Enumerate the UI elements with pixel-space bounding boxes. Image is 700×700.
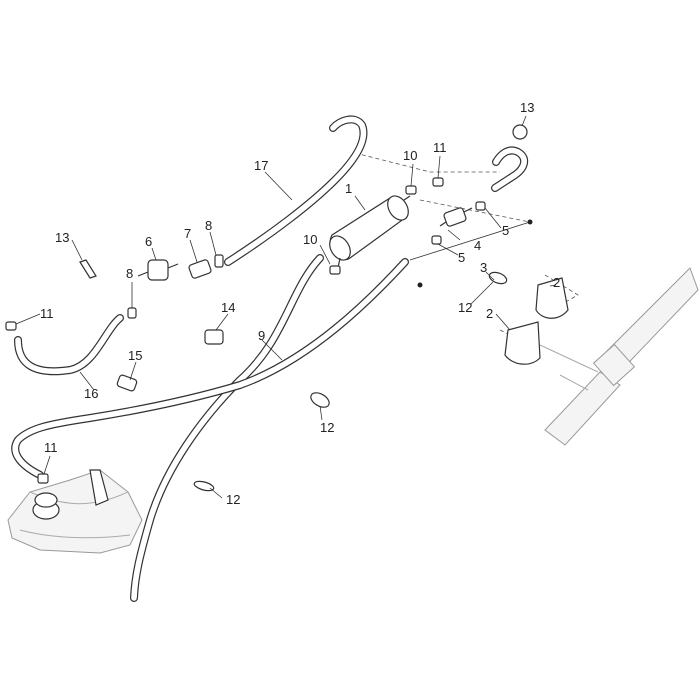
callout-9: 9 bbox=[258, 328, 265, 343]
frame-tube-ghost bbox=[539, 267, 699, 446]
nut-10-top bbox=[405, 185, 417, 195]
callout-13-left: 13 bbox=[55, 230, 69, 245]
clamp-12-a bbox=[488, 271, 508, 285]
callout-5-left: 5 bbox=[458, 250, 465, 265]
callout-12-right: 12 bbox=[458, 300, 472, 315]
nut-5-top bbox=[475, 201, 486, 211]
hose-16 bbox=[14, 314, 124, 376]
bracket-2-lower bbox=[504, 321, 541, 365]
callout-11-bottom: 11 bbox=[44, 440, 58, 455]
clamp-12-b bbox=[310, 392, 330, 408]
callout-labels: 1 2 2 3 4 5 5 6 7 8 8 9 10 10 11 11 11 1… bbox=[40, 100, 560, 507]
nut-11-left bbox=[5, 321, 17, 331]
clip-7 bbox=[188, 259, 212, 279]
clip-15 bbox=[116, 374, 138, 392]
callout-10-top: 10 bbox=[403, 148, 417, 163]
hose-17 bbox=[224, 115, 368, 266]
callout-14: 14 bbox=[221, 300, 235, 315]
bolt-13-left bbox=[79, 259, 97, 279]
callout-3: 3 bbox=[480, 260, 487, 275]
callout-11-top: 11 bbox=[433, 140, 447, 155]
valve-6 bbox=[137, 259, 179, 281]
callout-7: 7 bbox=[184, 226, 191, 241]
callout-10-bottom: 10 bbox=[303, 232, 317, 247]
clip-14 bbox=[204, 329, 224, 345]
callout-13-right: 13 bbox=[520, 100, 534, 115]
hose-5-right bbox=[491, 146, 529, 192]
callout-2-lower: 2 bbox=[486, 306, 493, 321]
callout-12-lower: 12 bbox=[226, 492, 240, 507]
nut-11-bottom bbox=[37, 473, 49, 484]
fuel-tank-ghost bbox=[7, 469, 143, 554]
clip-8-left bbox=[127, 307, 137, 319]
callout-4: 4 bbox=[474, 238, 481, 253]
hose-long-lower bbox=[11, 258, 409, 479]
callout-8-top: 8 bbox=[205, 218, 212, 233]
callout-1: 1 bbox=[345, 181, 352, 196]
bracket-2-upper bbox=[535, 277, 569, 319]
clip-8-top bbox=[214, 254, 224, 268]
clamp-12-c bbox=[193, 480, 215, 492]
callout-15: 15 bbox=[128, 348, 142, 363]
callout-8-left: 8 bbox=[126, 266, 133, 281]
callout-6: 6 bbox=[145, 234, 152, 249]
fuel-filter bbox=[329, 195, 411, 269]
nut-10-bottom bbox=[329, 265, 341, 275]
callout-12-middle: 12 bbox=[320, 420, 334, 435]
leader-lines bbox=[15, 115, 557, 499]
check-valve bbox=[439, 207, 473, 227]
clamps bbox=[193, 271, 569, 492]
callout-5-right: 5 bbox=[502, 223, 509, 238]
callout-17: 17 bbox=[254, 158, 268, 173]
callout-2-upper: 2 bbox=[553, 275, 560, 290]
callout-11-left: 11 bbox=[40, 306, 54, 321]
connectors bbox=[5, 124, 528, 484]
callout-16: 16 bbox=[84, 386, 98, 401]
bolt-13-right bbox=[512, 124, 528, 140]
nut-5-bottom bbox=[431, 235, 442, 245]
hose-9 bbox=[130, 254, 324, 602]
nut-11-top bbox=[432, 177, 444, 187]
